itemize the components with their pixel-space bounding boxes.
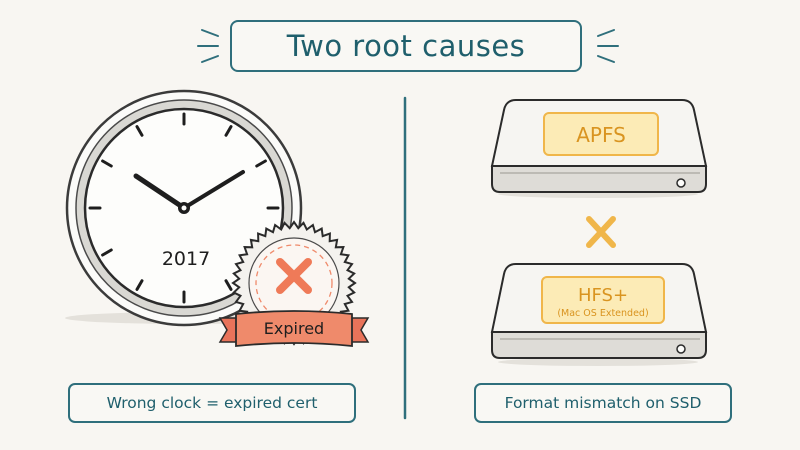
drive-label-hfs: HFS+ — [578, 285, 628, 306]
expired-seal: Expired — [218, 220, 370, 347]
clock-tick — [135, 279, 144, 291]
caption-right-text: Format mismatch on SSD — [504, 394, 702, 412]
caption-right: Format mismatch on SSD — [474, 383, 732, 423]
clock-tick — [255, 159, 267, 168]
clock-tick — [224, 125, 233, 137]
clock-hour-hand — [133, 173, 187, 211]
mismatch-x-icon — [586, 216, 616, 248]
clock-tick — [101, 159, 113, 168]
drive-label-apfs: APFS — [576, 123, 626, 147]
apfs-label-plate — [543, 112, 659, 156]
clock-tick — [135, 125, 144, 137]
title-banner: Two root causes — [230, 20, 582, 72]
clock-year: 2017 — [162, 248, 210, 270]
drive-apfs: APFS — [490, 99, 708, 198]
title-emphasis-right — [597, 29, 619, 63]
hfs-label-plate — [541, 276, 665, 324]
seal-x-icon — [276, 258, 312, 294]
caption-left-text: Wrong clock = expired cert — [106, 394, 318, 412]
clock-tick — [224, 279, 233, 291]
title-emphasis-left — [197, 29, 219, 63]
caption-left: Wrong clock = expired cert — [68, 383, 356, 423]
drive-sublabel-hfs: (Mac OS Extended) — [557, 308, 648, 319]
drive-hfs: HFS+ (Mac OS Extended) — [490, 263, 708, 366]
stamp-label: Expired — [264, 319, 324, 338]
clock-tick — [101, 248, 113, 257]
clock-minute-hand — [182, 170, 245, 210]
page-title: Two root causes — [286, 29, 526, 63]
